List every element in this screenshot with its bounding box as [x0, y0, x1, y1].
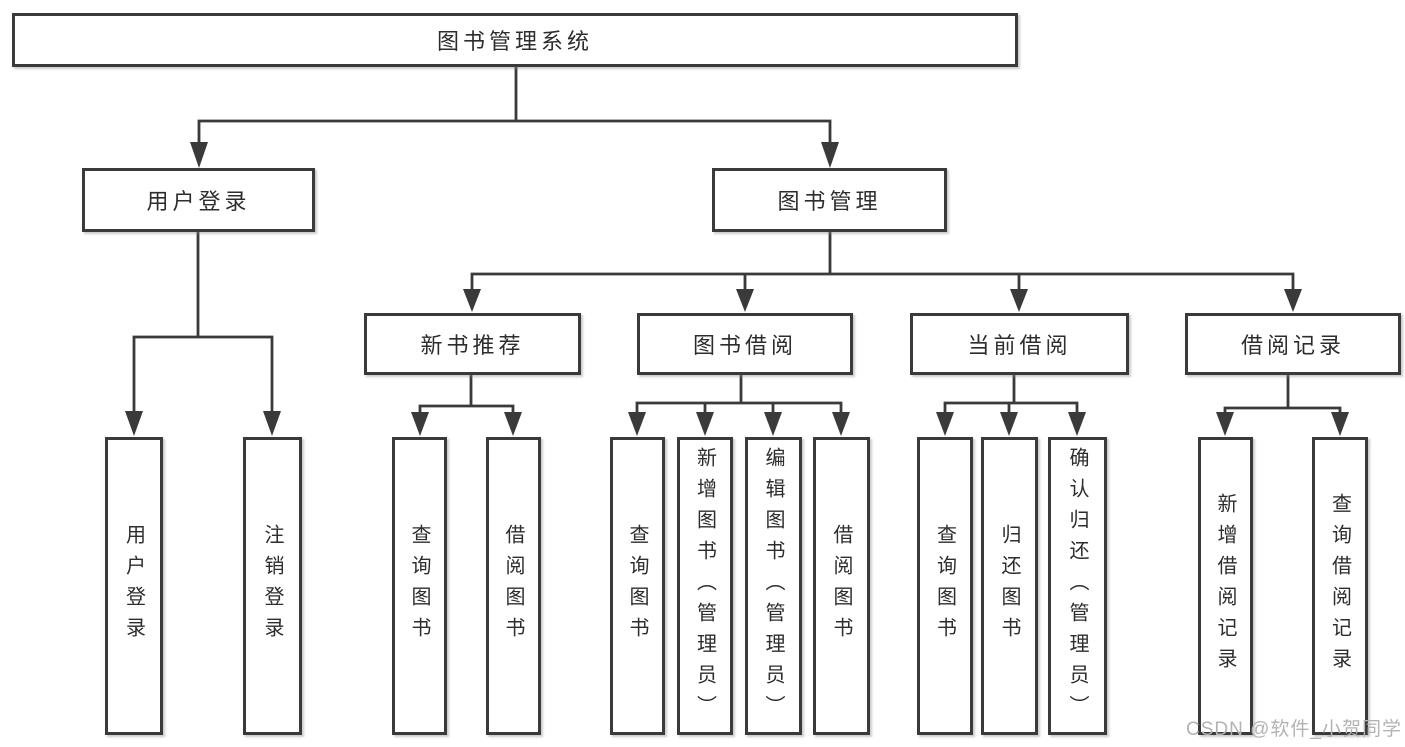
connector-book-borrow-to-leaves [628, 375, 850, 436]
node-leaf-add-borrow-record: 新增借阅记录 [1198, 437, 1253, 735]
node-label: 图书管理 [777, 189, 882, 214]
node-new-book-recommend: 新书推荐 [364, 313, 581, 375]
node-label: 归还图书 [998, 524, 1020, 648]
arrowhead-icon [411, 412, 429, 436]
node-root-system: 图书管理系统 [12, 13, 1018, 67]
arrowhead-icon [821, 142, 839, 168]
node-label: 新增借阅记录 [1214, 493, 1236, 679]
arrowhead-icon [263, 411, 281, 436]
connector-new-book-to-leaves [411, 375, 522, 436]
connector-root-to-level2 [190, 67, 839, 168]
node-label: 新书推荐 [420, 333, 525, 358]
arrowhead-icon [1331, 412, 1349, 436]
node-borrow-record: 借阅记录 [1185, 313, 1401, 375]
node-leaf-query-books-recommend: 查询图书 [392, 437, 447, 735]
node-label: 借阅图书 [830, 524, 852, 648]
arrowhead-icon [736, 289, 754, 312]
arrowhead-icon [1284, 289, 1302, 312]
connector-borrow-record-to-leaves [1216, 375, 1349, 436]
node-leaf-add-books-admin: 新增图书（管理员） [677, 437, 733, 735]
node-leaf-confirm-return-admin: 确认归还（管理员） [1048, 437, 1107, 735]
node-label: 借阅记录 [1240, 333, 1345, 358]
node-label: 查询借阅记录 [1328, 493, 1351, 679]
arrowhead-icon [1000, 412, 1018, 436]
node-book-management: 图书管理 [712, 168, 947, 232]
csdn-watermark: CSDN @软件_小贺同学 [1186, 719, 1402, 740]
node-label: 图书借阅 [692, 333, 797, 358]
node-label: 注销登录 [261, 524, 283, 648]
connector-current-borrow-to-leaves [936, 375, 1086, 436]
arrowhead-icon [1010, 289, 1028, 312]
connector-book-mgmt-to-level3 [463, 232, 1302, 312]
node-leaf-return-books: 归还图书 [981, 437, 1038, 735]
arrowhead-icon [628, 412, 646, 436]
node-leaf-edit-books-admin: 编辑图书（管理员） [745, 437, 802, 735]
node-leaf-query-books-current: 查询图书 [917, 437, 973, 735]
node-leaf-borrow-books: 借阅图书 [813, 437, 870, 735]
node-label: 查询图书 [626, 524, 648, 648]
node-leaf-logout: 注销登录 [243, 437, 302, 735]
arrowhead-icon [1068, 412, 1086, 436]
connector-user-login-to-leaves [125, 232, 281, 436]
node-leaf-query-borrow-record: 查询借阅记录 [1312, 437, 1368, 735]
arrowhead-icon [936, 412, 954, 436]
node-leaf-user-login: 用户登录 [105, 437, 163, 735]
node-label: 用户登录 [146, 189, 251, 214]
arrowhead-icon [504, 412, 522, 436]
node-leaf-query-books-borrow: 查询图书 [610, 437, 665, 735]
node-label: 图书管理系统 [436, 29, 593, 54]
node-label: 编辑图书（管理员） [762, 446, 784, 726]
node-label: 查询图书 [933, 524, 956, 648]
node-label: 确认归还（管理员） [1066, 446, 1088, 726]
node-label: 查询图书 [408, 524, 430, 648]
node-book-borrow: 图书借阅 [637, 313, 853, 375]
node-current-borrow: 当前借阅 [910, 313, 1129, 375]
arrowhead-icon [832, 412, 850, 436]
arrowhead-icon [190, 142, 208, 168]
arrowhead-icon [463, 289, 481, 312]
node-leaf-borrow-books-recommend: 借阅图书 [486, 437, 541, 735]
arrowhead-icon [764, 412, 782, 436]
arrowhead-icon [696, 412, 714, 436]
arrowhead-icon [125, 411, 143, 436]
node-user-login: 用户登录 [82, 168, 315, 232]
node-label: 借阅图书 [502, 524, 524, 648]
node-label: 当前借阅 [967, 333, 1072, 358]
node-label: 新增图书（管理员） [693, 446, 716, 726]
arrowhead-icon [1216, 412, 1234, 436]
node-label: 用户登录 [122, 524, 145, 648]
